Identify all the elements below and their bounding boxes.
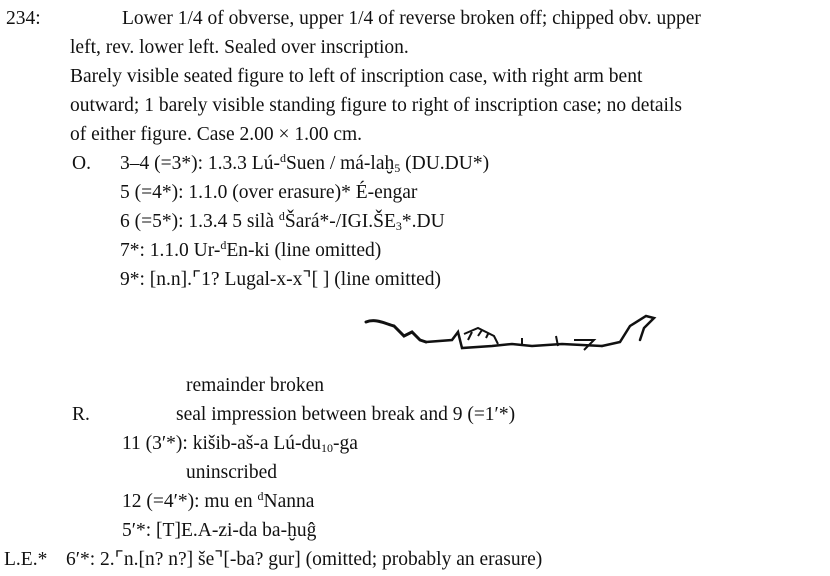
entry-number: 234: [6, 8, 41, 29]
description-line: outward; 1 barely visible standing figur… [70, 95, 682, 116]
description-line: of either figure. Case 2.00 × 1.00 cm. [70, 124, 363, 145]
reverse-line: 5′*: [T]E.A-zi-da ba-ḫuĝ [122, 520, 317, 541]
obverse-line: 5 (=4*): 1.1.0 (over erasure)* É-engar [120, 182, 418, 203]
obverse-line: 3–4 (=3*): 1.3.3 Lú-dSuen / má-laḫ5 (DU.… [120, 151, 490, 175]
description-line: Barely visible seated figure to left of … [70, 66, 643, 87]
left-edge-line: 6′*: 2.⌜n.[n? n?] še⌝[-ba? gur] (omitted… [66, 549, 543, 570]
obverse-line: 7*: 1.1.0 Ur-dEn-ki (line omitted) [120, 238, 382, 261]
reverse-label: R. [72, 404, 90, 425]
sketch-sign-cluster [463, 326, 499, 345]
reverse-seal-note: seal impression between break and 9 (=1′… [176, 404, 516, 425]
obverse-line: 9*: [n.n].⌜1? Lugal-x-x⌝[ ] (line omitte… [120, 269, 441, 290]
sketch-stroke-left [364, 319, 428, 344]
broken-line-sketch [364, 314, 657, 351]
obverse-line: 6 (=5*): 1.3.4 5 silà dŠará*-/IGI.ŠE3*.D… [120, 209, 445, 233]
remainder-broken-note: remainder broken [186, 375, 325, 396]
sketch-stroke-right [600, 314, 657, 348]
uninscribed-note: uninscribed [186, 462, 277, 483]
sketch-mark [521, 335, 597, 351]
sketch-stroke-main [424, 329, 604, 350]
left-edge-label: L.E.* [4, 549, 48, 570]
reverse-line: 11 (3′*): kišib-aš-a Lú-du10-ga [122, 433, 358, 455]
obverse-label: O. [72, 153, 91, 174]
description-line: Lower 1/4 of obverse, upper 1/4 of rever… [122, 8, 701, 29]
reverse-line: 12 (=4′*): mu en dNanna [122, 489, 315, 512]
description-line: left, rev. lower left. Sealed over inscr… [70, 37, 409, 58]
